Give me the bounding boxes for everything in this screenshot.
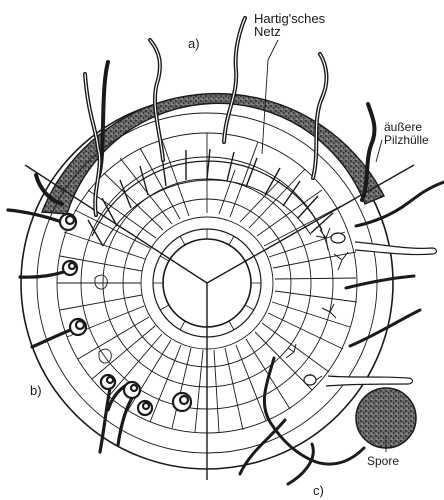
- label-sector-a: a): [188, 37, 200, 50]
- label-outer-mantle-line2: Pilzhülle: [384, 134, 429, 147]
- root-hair: [326, 376, 413, 386]
- label-spore: Spore: [367, 455, 399, 468]
- label-sector-b: b): [30, 384, 42, 397]
- label-sector-c: c): [313, 484, 324, 497]
- label-hartig-net-line2: Netz: [254, 25, 281, 38]
